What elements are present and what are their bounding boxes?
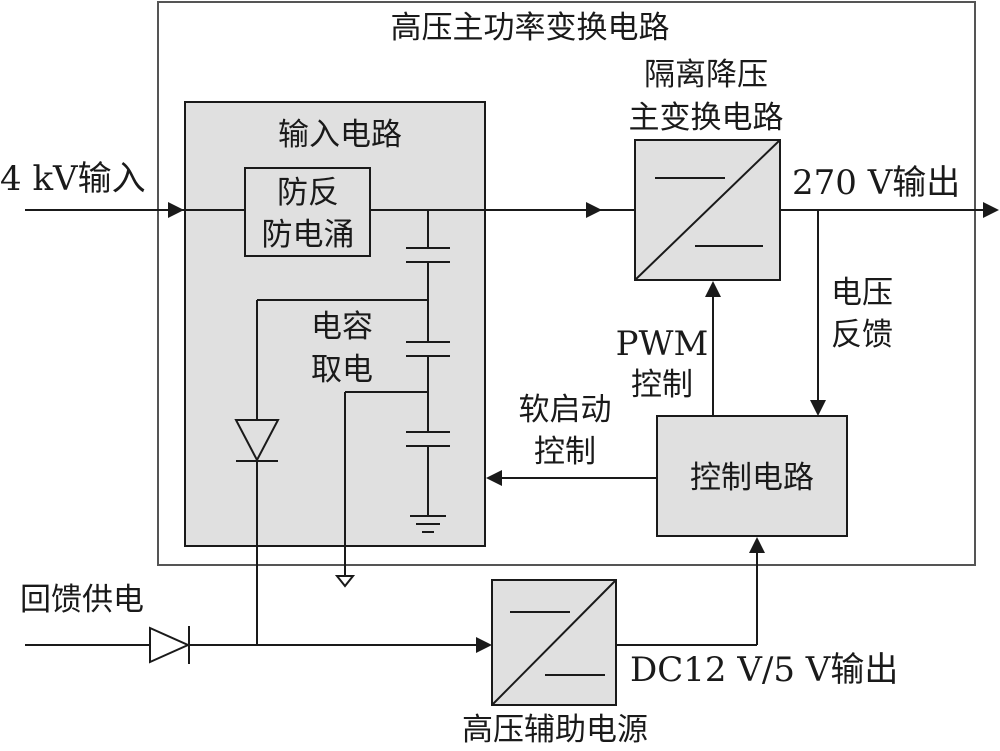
aux-power-block <box>491 579 617 706</box>
aux-power-label: 高压辅助电源 <box>462 712 648 748</box>
voltage-feedback-label-line2: 反馈 <box>831 317 893 353</box>
capacitor-power-label-line2: 取电 <box>311 352 373 388</box>
protection-block <box>244 167 371 257</box>
feedback-supply-line <box>25 626 492 664</box>
dc-output-label: DC12 V/5 V输出 <box>630 650 898 690</box>
output-270v-line <box>780 202 999 218</box>
pwm-control-line <box>705 281 721 416</box>
soft-start-label-line2: 控制 <box>534 434 596 470</box>
capacitor-tap-wires <box>256 299 428 588</box>
voltage-feedback-label-line1: 电压 <box>831 275 893 311</box>
main-circuit-title: 高压主功率变换电路 <box>391 10 670 46</box>
isolated-converter-block <box>634 139 781 281</box>
input-circuit-title: 输入电路 <box>278 117 402 153</box>
soft-start-label-line1: 软启动 <box>519 392 612 428</box>
internal-diode <box>234 419 280 645</box>
main-power-line <box>25 202 635 218</box>
output-270v-label: 270 V输出 <box>792 163 960 203</box>
isolated-converter-label-line2: 主变换电路 <box>629 100 784 136</box>
protection-label-line2: 防电涌 <box>262 217 355 253</box>
control-circuit-label: 控制电路 <box>690 460 814 496</box>
capacitor-power-label-line1: 电容 <box>311 309 373 345</box>
protection-label-line1: 防反 <box>277 175 339 211</box>
soft-start-line <box>486 470 657 486</box>
capacitor-stack <box>406 210 450 533</box>
voltage-feedback-line <box>810 210 826 416</box>
control-circuit-box <box>656 415 848 537</box>
isolated-converter-label-line1: 隔离降压 <box>644 57 768 93</box>
aux-to-control-line <box>616 537 765 646</box>
pwm-label-line1: PWM <box>616 324 709 364</box>
input-4kv-label: 4 kV输入 <box>0 159 146 199</box>
feedback-supply-label: 回馈供电 <box>20 582 144 618</box>
pwm-label-line2: 控制 <box>631 367 693 403</box>
